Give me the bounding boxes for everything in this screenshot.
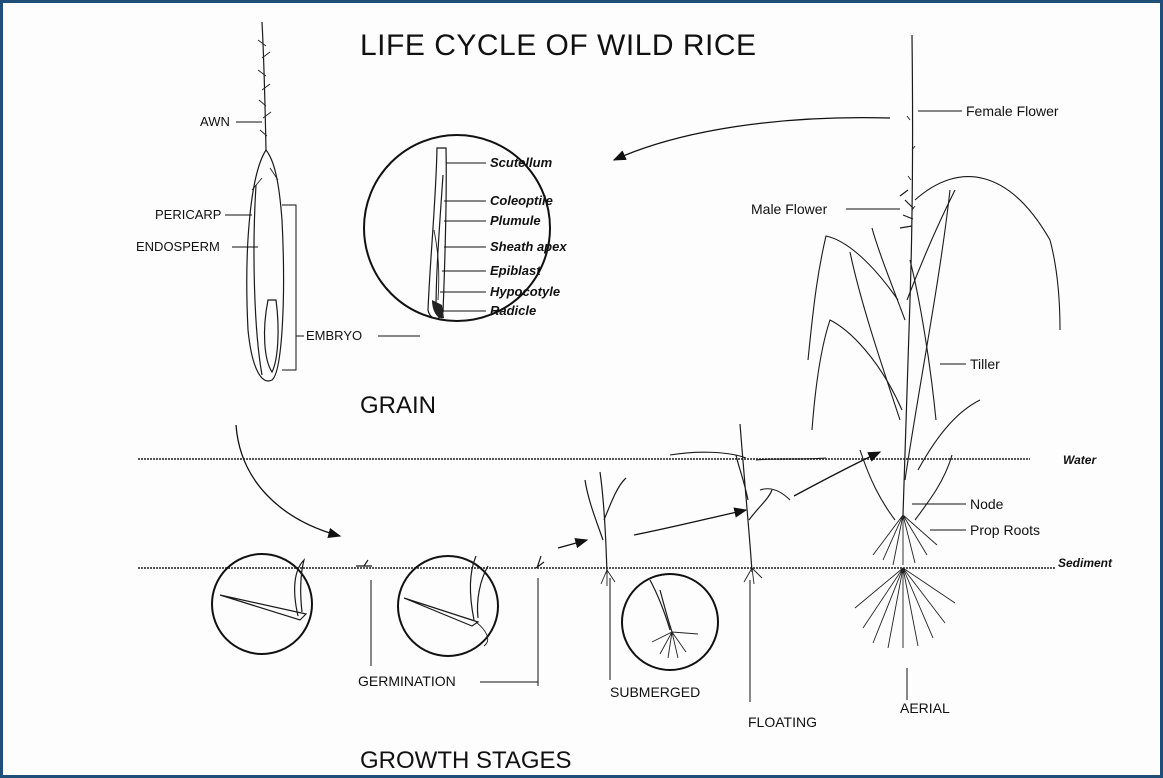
label-pericarp: PERICARP xyxy=(155,207,221,222)
arrow-to-submerged xyxy=(558,540,587,548)
label-sheath-apex: Sheath apex xyxy=(490,239,567,254)
label-scutellum: Scutellum xyxy=(490,155,553,170)
embryo-part-labels: Scutellum Coleoptile Plumule Sheath apex… xyxy=(440,155,567,318)
label-germination: GERMINATION xyxy=(358,673,456,689)
label-male-flower: Male Flower xyxy=(751,201,828,217)
label-tiller: Tiller xyxy=(970,356,1000,372)
label-epiblast: Epiblast xyxy=(490,263,541,278)
label-coleoptile: Coleoptile xyxy=(490,193,553,208)
label-radicle: Radicle xyxy=(490,303,536,318)
aerial-plant xyxy=(808,35,1060,700)
submerged-root-circle xyxy=(622,574,718,670)
label-submerged: SUBMERGED xyxy=(610,684,700,700)
label-embryo: EMBRYO xyxy=(306,328,362,343)
label-female-flower: Female Flower xyxy=(966,103,1059,119)
diagram-title: LIFE CYCLE OF WILD RICE xyxy=(360,29,757,62)
germination-stage xyxy=(212,554,544,686)
growth-stages-heading: GROWTH STAGES xyxy=(360,747,572,774)
label-hypocotyle: Hypocotyle xyxy=(490,284,560,299)
label-prop-roots: Prop Roots xyxy=(970,522,1040,538)
label-awn: AWN xyxy=(200,114,230,129)
arrow-grain-to-germination xyxy=(236,425,340,536)
label-floating: FLOATING xyxy=(748,714,817,730)
label-node: Node xyxy=(970,496,1004,512)
arrow-flower-to-embryo xyxy=(614,118,890,160)
label-water: Water xyxy=(1063,453,1097,467)
arrow-to-floating xyxy=(634,510,746,535)
label-aerial: AERIAL xyxy=(900,700,950,716)
grain-illustration xyxy=(247,22,296,381)
embryo-illustration xyxy=(428,148,446,319)
label-sediment: Sediment xyxy=(1058,556,1113,570)
grain-heading: GRAIN xyxy=(360,392,436,419)
submerged-stage xyxy=(585,472,718,680)
floating-stage xyxy=(670,424,826,702)
label-plumule: Plumule xyxy=(490,213,541,228)
germination-circle-2 xyxy=(398,556,498,656)
label-endosperm: ENDOSPERM xyxy=(136,239,220,254)
